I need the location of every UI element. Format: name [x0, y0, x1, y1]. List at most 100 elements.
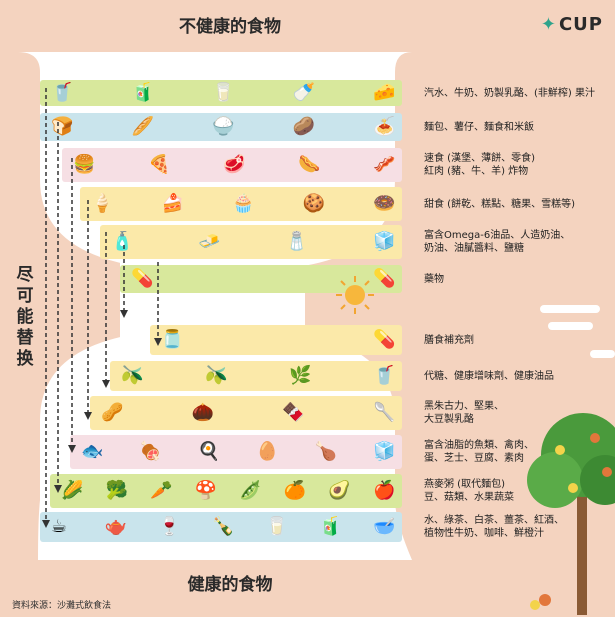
- food-icon: 🍰: [161, 193, 184, 214]
- food-icon: 🧁: [232, 193, 255, 214]
- food-icon: 🍩: [373, 193, 396, 214]
- food-icon: 🧊: [373, 441, 396, 462]
- food-icon: 🫒: [121, 365, 144, 386]
- food-icon: 🥛: [212, 82, 235, 103]
- level-band-omega6: [100, 225, 402, 259]
- food-icon: 🍷: [158, 516, 181, 537]
- level-band-oils: [110, 361, 402, 391]
- level-band-grains-veg: [50, 474, 402, 508]
- level-label-line: 甜食 (餅乾、糕點、糖果、雪糕等): [424, 198, 575, 210]
- level-label-sweets: 甜食 (餅乾、糕點、糖果、雪糕等): [424, 198, 575, 211]
- food-icon: 🥤: [373, 365, 396, 386]
- level-label-line: 奶油、油膩醬料、鹽糖: [424, 243, 524, 254]
- cup-logo: ✦CUP: [541, 14, 603, 35]
- level-label-line: 代糖、健康增味劑、健康油品: [424, 370, 554, 382]
- food-icon: 🧊: [373, 231, 396, 252]
- side-label-char: 可: [16, 286, 34, 306]
- level-label-line: 水、綠茶、白茶、薑茶、紅酒、: [424, 515, 564, 526]
- level-band-sugary-drinks: [40, 80, 402, 106]
- food-icon: 🧀: [373, 82, 396, 103]
- sun-icon: [336, 276, 374, 314]
- level-label-line: 大豆製乳酪: [424, 414, 474, 425]
- food-icon: 🍦: [91, 193, 114, 214]
- level-label-fast-food: 速食 (漢堡、薄餅、零食) 紅肉 (豬、牛、羊) 炸物: [424, 152, 535, 178]
- food-icon: 🍫: [282, 402, 305, 423]
- food-icon: 🍄: [194, 480, 218, 501]
- level-band-drinks: [40, 512, 402, 542]
- food-icon: 🫙: [161, 329, 184, 350]
- side-label-char: 替: [16, 328, 34, 348]
- food-icon: 💊: [131, 268, 154, 289]
- food-icon: 🍼: [292, 82, 315, 103]
- food-icon: 🥚: [256, 441, 279, 462]
- level-label-line: 汽水、牛奶、奶製乳酪、(非鮮榨) 果汁: [424, 87, 595, 99]
- food-icon: 🍞: [51, 116, 74, 137]
- level-label-refined-carbs: 麵包、薯仔、麵食和米飯: [424, 121, 534, 134]
- level-band-refined-carbs: [40, 113, 402, 141]
- level-label-chocolate-nuts: 黑朱古力、堅果、大豆製乳酪: [424, 400, 504, 426]
- level-label-sugary-drinks: 汽水、牛奶、奶製乳酪、(非鮮榨) 果汁: [424, 87, 595, 100]
- food-icon: 🫖: [104, 516, 128, 537]
- level-label-protein: 富含油脂的魚類、禽肉、蛋、芝士、豆腐、素肉: [424, 439, 534, 465]
- food-icon: 🥩: [223, 154, 246, 175]
- food-icon: 🥣: [373, 516, 396, 537]
- cloud-icon: [548, 322, 593, 330]
- food-icon: 🧃: [131, 82, 154, 103]
- food-icon: 🍳: [197, 441, 221, 462]
- level-label-line: 富含Omega-6油品、人造奶油、: [424, 230, 571, 241]
- food-icon: 🌿: [289, 365, 312, 386]
- food-icon: 🫒: [205, 365, 228, 386]
- side-label-char: 换: [16, 349, 34, 369]
- level-label-line: 紅肉 (豬、牛、羊) 炸物: [424, 166, 529, 177]
- level-label-line: 燕麥粥 (取代麵包): [424, 479, 505, 490]
- level-label-line: 黑朱古力、堅果、: [424, 401, 504, 412]
- food-icon: 🥑: [328, 480, 351, 501]
- side-label-char: 能: [16, 307, 34, 327]
- food-icon: 🧈: [198, 231, 221, 252]
- food-icon: 🥄: [373, 402, 396, 423]
- level-label-medicine: 藥物: [424, 273, 444, 286]
- food-icon: 🍪: [302, 193, 325, 214]
- food-icon: 🥖: [131, 116, 154, 137]
- food-icon: 🥛: [265, 516, 289, 537]
- level-band-protein: [70, 435, 402, 469]
- level-label-line: 藥物: [424, 273, 444, 285]
- food-icon: 🍗: [314, 441, 338, 462]
- food-icon: 🍎: [373, 480, 396, 501]
- level-label-line: 膳食補充劑: [424, 334, 474, 346]
- food-icon: 🌰: [191, 402, 215, 423]
- food-icon: 🥜: [101, 402, 124, 423]
- sparkle-icon: ✦: [540, 14, 557, 35]
- food-icon: 🍔: [73, 154, 96, 175]
- food-icon: 🌽: [61, 480, 84, 501]
- cloud-icon: [540, 305, 600, 313]
- level-band-sweets: [80, 187, 402, 221]
- level-band-chocolate-nuts: [90, 396, 402, 430]
- food-icon: 🍝: [373, 116, 396, 137]
- food-icon: 🥕: [150, 480, 173, 501]
- food-icon: 🍾: [212, 516, 235, 537]
- level-band-supplements: [150, 325, 402, 355]
- food-icon: 🥓: [373, 154, 396, 175]
- level-label-line: 植物性牛奶、咖啡、鮮橙汁: [424, 528, 544, 539]
- level-band-fast-food: [62, 148, 402, 182]
- food-icon: 🧴: [111, 231, 134, 252]
- level-label-line: 豆、菇類、水果蔬菜: [424, 492, 514, 503]
- fruit-tree-icon: [527, 413, 615, 615]
- level-label-line: 富含油脂的魚類、禽肉、: [424, 440, 534, 451]
- logo-text: CUP: [558, 14, 603, 35]
- level-label-supplements: 膳食補充劑: [424, 334, 474, 347]
- food-icon: 💊: [373, 329, 396, 350]
- food-icon: 🥤: [51, 82, 74, 103]
- side-label-char: 尽: [16, 265, 34, 285]
- cloud-icon: [590, 350, 615, 358]
- food-icon: 🍖: [139, 441, 162, 462]
- food-icon: 🐟: [81, 441, 104, 462]
- level-label-line: 速食 (漢堡、薄餅、零食): [424, 153, 535, 164]
- level-label-oils: 代糖、健康增味劑、健康油品: [424, 370, 554, 383]
- food-icon: 💊: [373, 268, 396, 289]
- page-title-unhealthy: 不健康的食物: [179, 17, 281, 37]
- level-label-line: 麵包、薯仔、麵食和米飯: [424, 121, 534, 133]
- food-icon: 🥦: [105, 480, 128, 501]
